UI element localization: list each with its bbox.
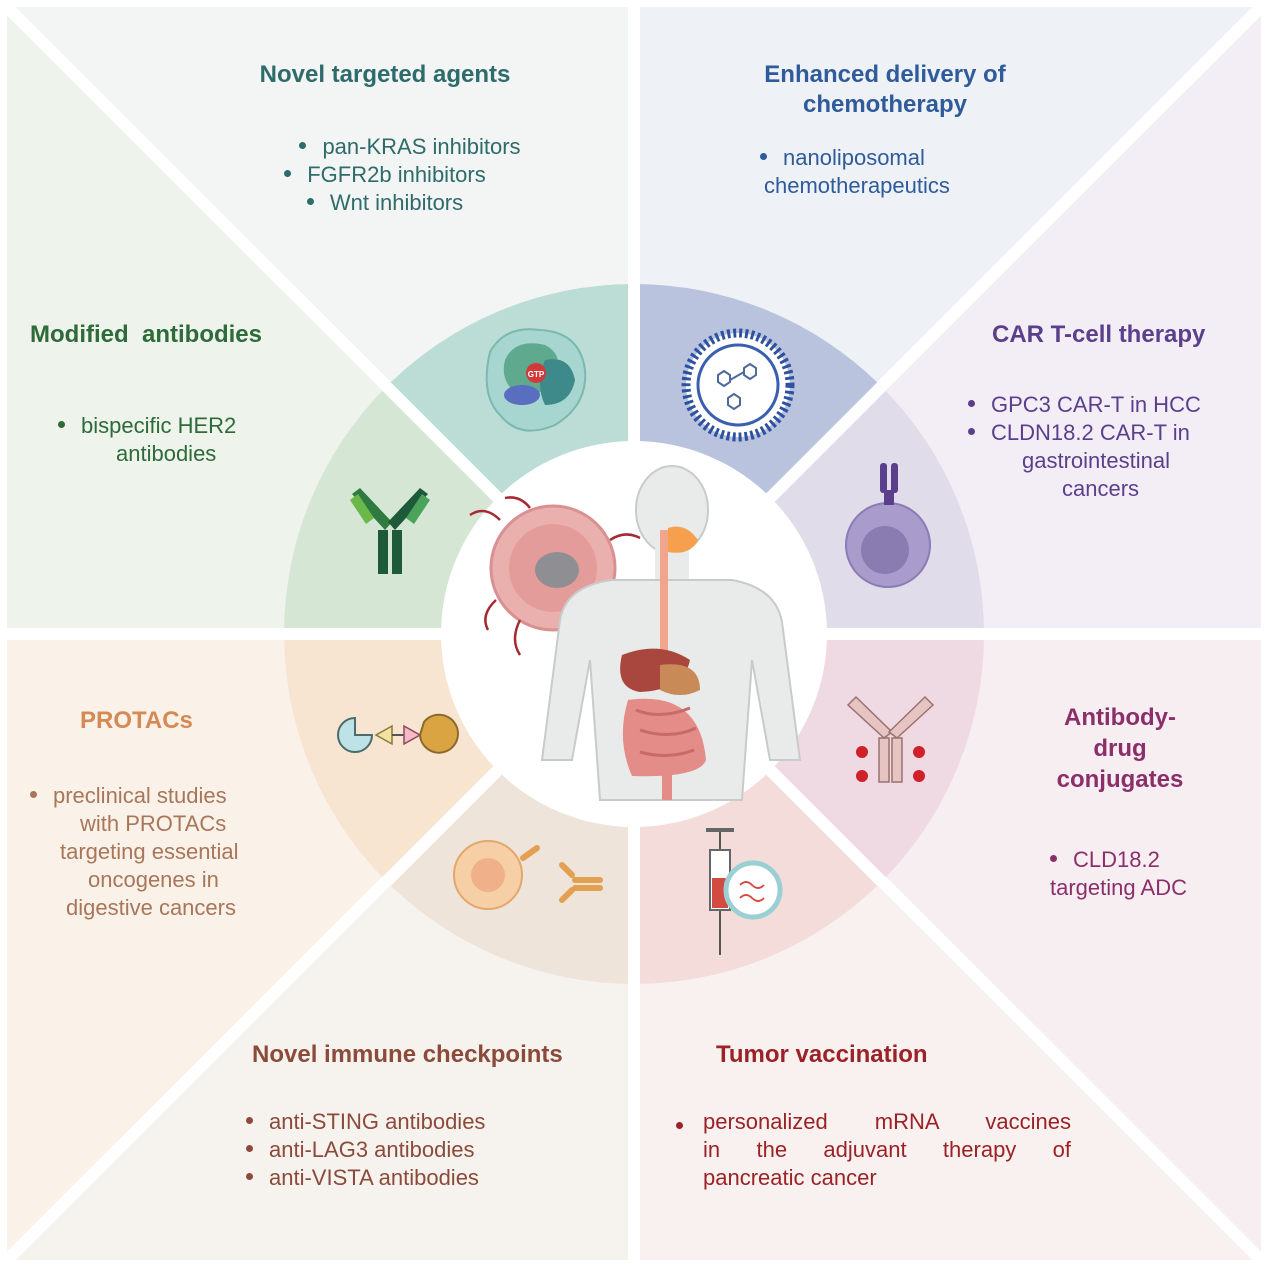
panel-immune-checkpoints: Novel immune checkpoints anti-STING anti…: [246, 1040, 622, 1192]
gtp-label: GTP: [528, 370, 545, 379]
vaccine-item-line2: in the adjuvant therapy of: [703, 1137, 1071, 1162]
panel-title: PROTACs: [80, 707, 193, 734]
panel-title: Novel immune checkpoints: [252, 1041, 563, 1068]
list-item-continuation: gastrointestinal: [1022, 448, 1170, 473]
panel-title: CAR T-cell therapy: [992, 321, 1206, 348]
bispecific-antibody-icon: [350, 488, 430, 574]
list-item: pan-KRAS inhibitors: [230, 133, 540, 161]
car-t-cell-icon: [845, 463, 931, 588]
item-list: pan-KRAS inhibitors FGFR2b inhibitors Wn…: [230, 133, 540, 217]
list-item: GPC3 CAR-T in HCC: [968, 391, 1238, 419]
panel-tumor-vaccination: Tumor vaccination personalized mRNA vacc…: [676, 1040, 1076, 1192]
list-item: preclinical studies: [30, 782, 290, 810]
bullet: [676, 1122, 683, 1129]
panel-novel-targeted-agents: Novel targeted agents pan-KRAS inhibitor…: [230, 60, 540, 217]
list-item-continuation: antibodies: [116, 441, 217, 466]
list-item: anti-LAG3 antibodies: [246, 1136, 622, 1164]
kras-protein-icon: GTP: [485, 328, 587, 432]
protac-icon: [337, 713, 459, 754]
panel-title: Novel targeted agents: [259, 61, 511, 88]
panel-title: Tumor vaccination: [716, 1041, 928, 1068]
list-item: anti-STING antibodies: [246, 1108, 622, 1136]
human-digestive-system-icon: [540, 465, 802, 801]
antibody-drug-conjugate-icon: [846, 695, 935, 783]
panel-adc-items: CLD18.2 targeting ADC: [1050, 846, 1250, 902]
list-item: Wnt inhibitors: [230, 189, 540, 217]
list-item-continuation: chemotherapeutics: [764, 173, 950, 198]
list-item-continuation: with PROTACs: [80, 811, 227, 836]
list-item: FGFR2b inhibitors: [230, 161, 540, 189]
vaccine-item-line1: personalized mRNA vaccines: [703, 1109, 1071, 1134]
liposome-icon: [681, 328, 795, 442]
panel-modified-antibodies: Modified antibodies bispecific HER2 anti…: [30, 320, 320, 468]
list-item-continuation: targeting ADC: [1050, 875, 1187, 900]
vaccine-item-line3: pancreatic cancer: [703, 1165, 877, 1190]
list-item: bispecific HER2: [58, 412, 320, 440]
list-item-continuation: cancers: [1062, 476, 1140, 501]
list-item-continuation: digestive cancers: [66, 895, 236, 920]
list-item: CLD18.2: [1050, 846, 1250, 874]
list-item: CLDN18.2 CAR-T in: [968, 419, 1238, 447]
list-item: anti-VISTA antibodies: [246, 1164, 622, 1192]
mrna-vaccine-syringe-icon: [706, 828, 783, 955]
list-item: nanoliposomal: [760, 144, 1020, 172]
list-item-continuation: targeting essential: [60, 839, 239, 864]
list-item-continuation: oncogenes in: [88, 867, 219, 892]
panel-enhanced-delivery-items: nanoliposomal chemotherapeutics: [760, 144, 1020, 200]
panel-protacs: PROTACs preclinical studies with PROTACs…: [30, 706, 290, 922]
immune-checkpoint-icon: [453, 840, 603, 910]
panel-title: Modified antibodies: [30, 321, 262, 348]
